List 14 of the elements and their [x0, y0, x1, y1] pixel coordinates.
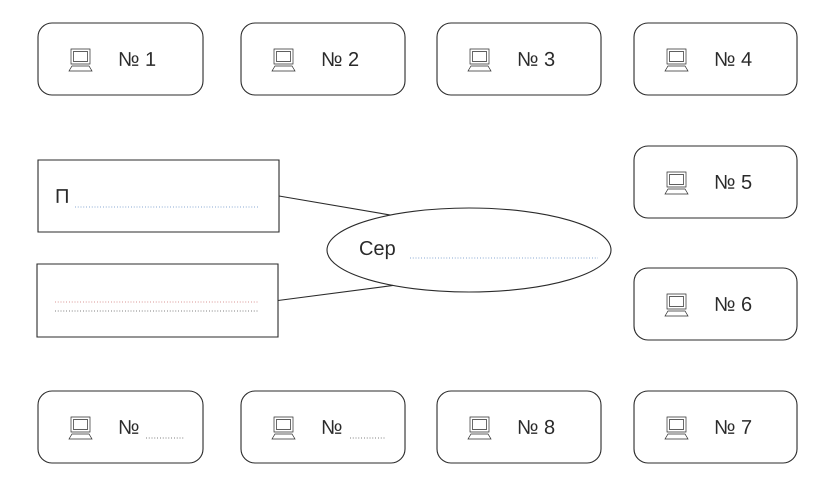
computer-box: № 7: [633, 390, 798, 464]
computer-box: №: [37, 390, 204, 464]
computer-box: № 8: [436, 390, 602, 464]
computer-box: № 6: [633, 267, 798, 341]
answer-box: П: [37, 159, 280, 233]
computer-box: № 1: [37, 22, 204, 96]
computer-box: № 2: [240, 22, 406, 96]
computer-box: № 3: [436, 22, 602, 96]
connector-line: [278, 284, 394, 302]
computer-box: №: [240, 390, 406, 464]
connector-line: [278, 195, 391, 216]
answer-box: [36, 263, 279, 338]
computer-box: № 5: [633, 145, 798, 219]
computer-box: № 4: [633, 22, 798, 96]
